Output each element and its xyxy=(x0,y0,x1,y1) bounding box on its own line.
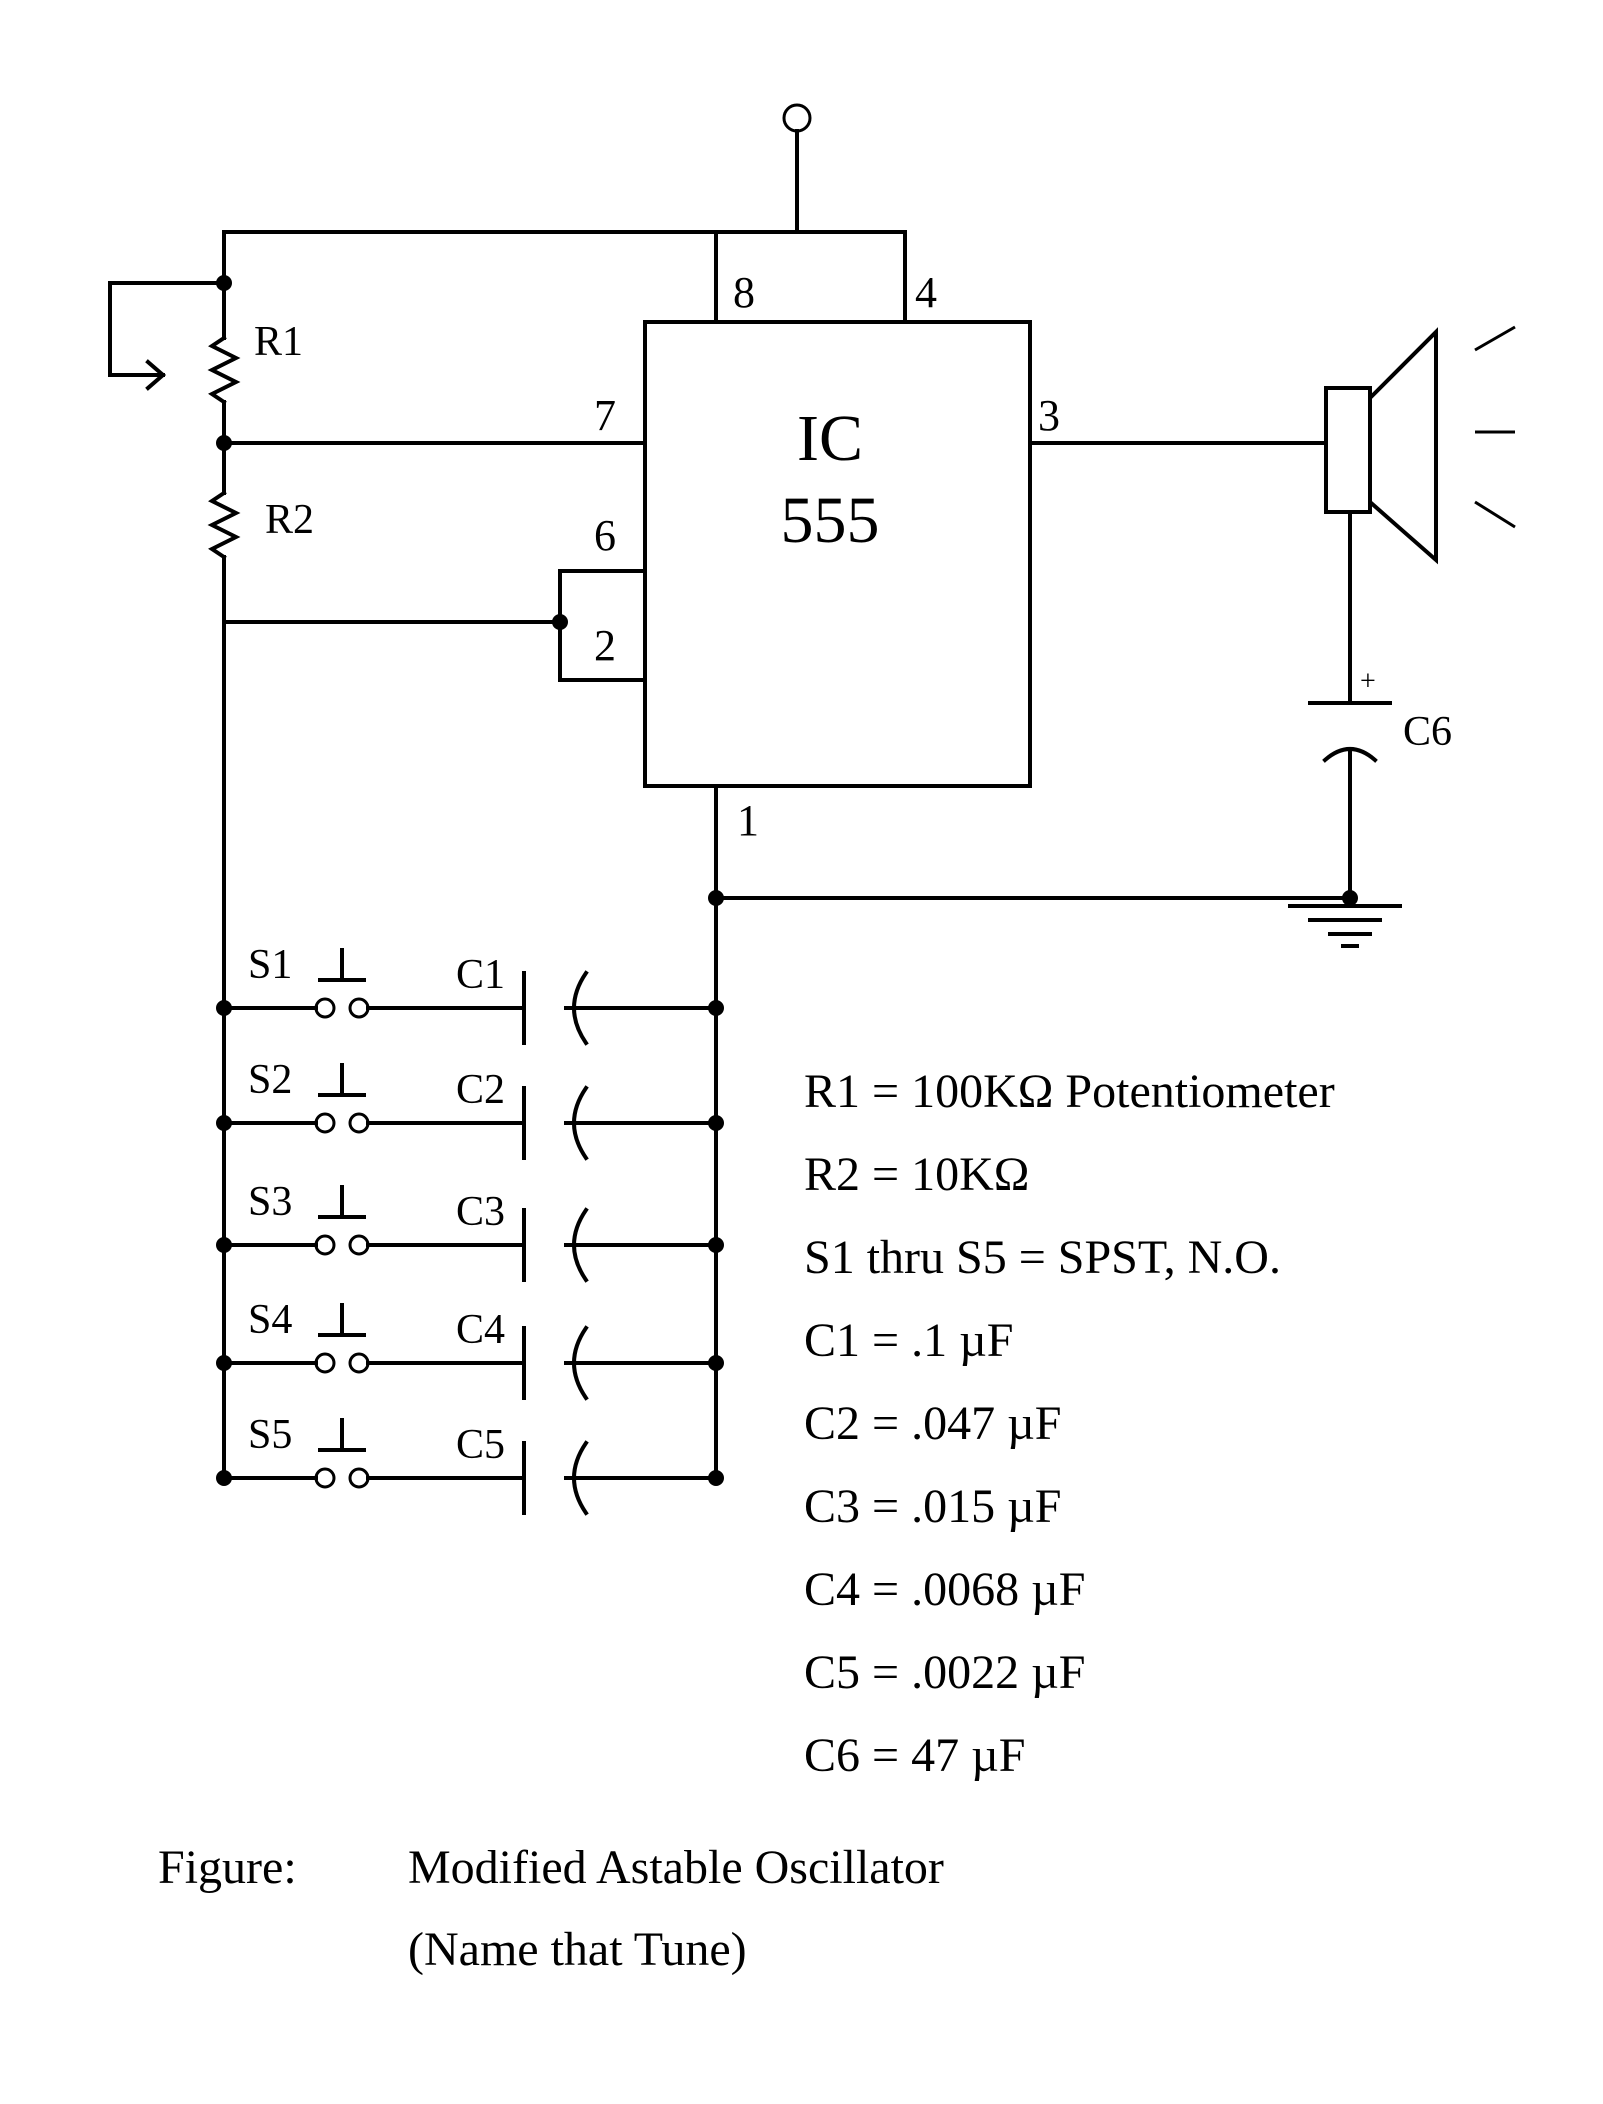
spec-line: C1 = .1 µF xyxy=(804,1314,1013,1367)
figure-title: Modified Astable Oscillator xyxy=(408,1841,944,1894)
r2-label: R2 xyxy=(265,497,314,543)
branch-row: S3 C3 xyxy=(216,1179,724,1283)
pin-4-label: 4 xyxy=(915,268,937,317)
pin6-pin2-wire xyxy=(222,569,647,682)
switch-label: S4 xyxy=(248,1297,292,1343)
pin7-wire xyxy=(216,435,647,451)
spec-line: C2 = .047 µF xyxy=(804,1397,1061,1450)
spec-line: R2 = 10KΩ xyxy=(804,1148,1029,1201)
branch-row: S4 C4 xyxy=(216,1297,724,1401)
c6-label: C6 xyxy=(1403,709,1452,755)
component-specs: R1 = 100KΩ Potentiometer R2 = 10KΩ S1 thru… xyxy=(804,1065,1335,1782)
c6-capacitor: + C6 xyxy=(1308,510,1452,900)
pushbutton-switch-icon xyxy=(314,948,370,1019)
figure-subtitle: (Name that Tune) xyxy=(408,1923,747,1976)
spec-line: C6 = 47 µF xyxy=(804,1729,1025,1782)
switch-label: S2 xyxy=(248,1057,292,1103)
pin-6-label: 6 xyxy=(594,511,616,560)
switch-label: S5 xyxy=(248,1412,292,1458)
branch-row: S5 C5 xyxy=(216,1412,724,1516)
ic-label-line1: IC xyxy=(797,402,863,475)
spec-line: R1 = 100KΩ Potentiometer xyxy=(804,1065,1335,1118)
pin-8-label: 8 xyxy=(733,268,755,317)
spec-line: S1 thru S5 = SPST, N.O. xyxy=(804,1231,1281,1284)
spec-line: C3 = .015 µF xyxy=(804,1480,1061,1533)
pin-2-label: 2 xyxy=(594,621,616,670)
capacitor-label: C3 xyxy=(456,1189,505,1235)
spec-line: C4 = .0068 µF xyxy=(804,1563,1085,1616)
ic-555: IC 555 xyxy=(643,320,1032,788)
pin-3-label: 3 xyxy=(1038,391,1060,440)
r1-label: R1 xyxy=(254,319,303,365)
capacitor-label: C2 xyxy=(456,1067,505,1113)
r1-potentiometer: R1 xyxy=(108,275,303,495)
ground-icon xyxy=(1288,904,1402,948)
r2-resistor: R2 xyxy=(207,490,314,560)
switch-label: S1 xyxy=(248,942,292,988)
pushbutton-switch-icon xyxy=(314,1063,370,1134)
branch-row: S2 C2 xyxy=(216,1057,724,1161)
ic-label-line2: 555 xyxy=(781,484,880,557)
pin-7-label: 7 xyxy=(594,391,616,440)
pushbutton-switch-icon xyxy=(314,1185,370,1256)
figure-label: Figure: xyxy=(158,1841,297,1894)
speaker-icon xyxy=(1324,325,1516,565)
c6-polarity-mark: + xyxy=(1360,666,1376,697)
vcc-terminal xyxy=(782,103,812,234)
pin-1-label: 1 xyxy=(737,796,759,845)
ground-bus xyxy=(708,784,1358,1485)
pushbutton-switch-icon xyxy=(314,1303,370,1374)
capacitor-label: C1 xyxy=(456,952,505,998)
spec-line: C5 = .0022 µF xyxy=(804,1646,1085,1699)
capacitor-label: C5 xyxy=(456,1422,505,1468)
pushbutton-switch-icon xyxy=(314,1418,370,1489)
capacitor-label: C4 xyxy=(456,1307,505,1353)
switch-label: S3 xyxy=(248,1179,292,1225)
branch-row: S1 C1 xyxy=(216,942,724,1046)
supply-rail xyxy=(222,230,907,324)
